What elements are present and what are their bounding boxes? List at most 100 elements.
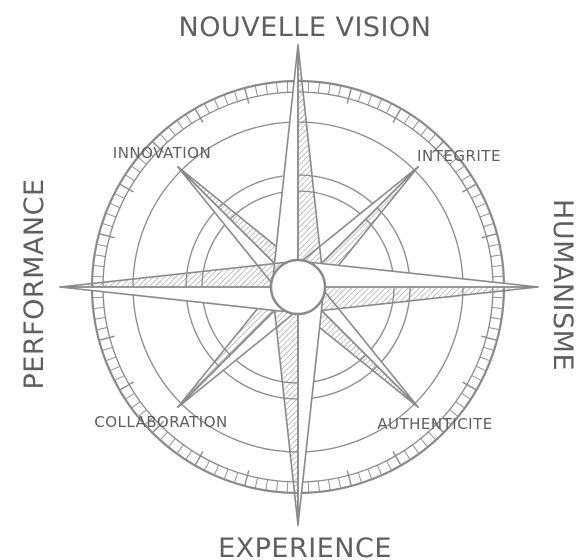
tick-mark — [367, 95, 372, 106]
tick-mark — [97, 243, 108, 247]
tick-mark — [307, 82, 310, 93]
tick-mark — [145, 417, 154, 425]
point-south-plain-half — [297, 286, 325, 526]
tick-mark — [412, 444, 419, 454]
tick-mark — [106, 356, 117, 361]
label-southeast: AUTHENTICITE — [377, 415, 493, 433]
tick-mark — [455, 166, 465, 173]
tick-mark — [449, 409, 458, 417]
tick-mark — [376, 464, 382, 475]
tick-mark — [328, 479, 331, 490]
tick-mark — [338, 477, 342, 488]
tick-mark — [185, 450, 193, 460]
tick-mark — [168, 127, 176, 136]
tick-mark — [346, 88, 352, 104]
tick-mark — [224, 468, 229, 479]
tick-mark — [286, 481, 289, 492]
tick-mark — [276, 480, 279, 491]
tick-mark — [185, 114, 193, 124]
tick-mark — [431, 420, 444, 433]
tick-mark — [307, 481, 310, 492]
point-south-hatched-half — [271, 286, 299, 526]
tick-mark — [479, 213, 490, 218]
tick-mark — [95, 317, 106, 320]
tick-mark — [95, 254, 106, 257]
tick-mark — [115, 193, 125, 199]
tick-mark — [214, 464, 220, 475]
tick-mark — [491, 265, 502, 268]
point-west — [59, 260, 299, 314]
tick-mark — [94, 306, 105, 309]
point-south — [271, 286, 325, 526]
tick-mark — [475, 365, 486, 371]
tick-mark — [420, 127, 428, 136]
tick-mark — [471, 375, 481, 381]
center-hub — [269, 258, 327, 316]
tick-mark — [93, 275, 104, 278]
tick-mark — [392, 109, 402, 123]
tick-mark — [97, 327, 108, 331]
tick-mark — [431, 141, 444, 154]
tick-mark — [110, 365, 121, 371]
tick-mark — [403, 450, 411, 460]
tick-mark — [254, 477, 258, 488]
tick-mark — [204, 460, 210, 470]
tick-mark — [492, 275, 503, 278]
tick-mark — [214, 99, 220, 110]
tick-mark — [177, 120, 184, 130]
tick-mark — [392, 451, 402, 465]
tick-mark — [461, 392, 471, 400]
tick-mark — [265, 479, 268, 490]
tick-mark — [357, 91, 362, 102]
tick-mark — [276, 83, 279, 94]
tick-mark — [412, 120, 419, 130]
tick-mark — [224, 95, 229, 106]
tick-mark — [131, 401, 141, 408]
tick-mark — [99, 233, 115, 239]
tick-mark — [428, 134, 436, 143]
point-west-hatched-half — [59, 260, 299, 288]
cardinal-points — [59, 44, 539, 526]
tick-mark — [442, 149, 451, 157]
tick-mark — [488, 327, 499, 331]
label-southwest: COLLABORATION — [94, 413, 227, 431]
tick-mark — [376, 99, 382, 110]
tick-mark — [403, 114, 411, 124]
tick-mark — [120, 183, 134, 193]
tick-mark — [386, 104, 392, 114]
tick-mark — [346, 470, 352, 486]
tick-mark — [481, 335, 497, 341]
tick-mark — [328, 84, 331, 95]
tick-mark — [367, 468, 372, 479]
tick-mark — [194, 109, 204, 123]
tick-mark — [386, 460, 392, 470]
tick-mark — [244, 88, 250, 104]
tick-mark — [177, 444, 184, 454]
tick-mark — [254, 86, 258, 97]
tick-mark — [204, 104, 210, 114]
tick-mark — [138, 157, 147, 165]
point-east — [297, 260, 539, 314]
tick-mark — [490, 254, 501, 257]
tick-mark — [317, 83, 320, 94]
tick-mark — [131, 166, 141, 173]
tick-mark — [244, 470, 250, 486]
tick-mark — [160, 134, 168, 143]
label-west: PERFORMANCE — [19, 178, 50, 389]
tick-mark — [125, 392, 135, 400]
tick-mark — [462, 183, 476, 193]
tick-mark — [488, 243, 499, 247]
tick-mark — [492, 296, 503, 299]
label-northeast: INTEGRITE — [417, 147, 501, 165]
tick-mark — [338, 86, 342, 97]
tick-mark — [102, 223, 113, 228]
tick-mark — [234, 472, 239, 483]
tick-mark — [455, 401, 465, 408]
tick-mark — [102, 346, 113, 351]
tick-mark — [194, 451, 204, 465]
tick-mark — [265, 84, 268, 95]
tick-mark — [99, 335, 115, 341]
tick-mark — [317, 480, 320, 491]
